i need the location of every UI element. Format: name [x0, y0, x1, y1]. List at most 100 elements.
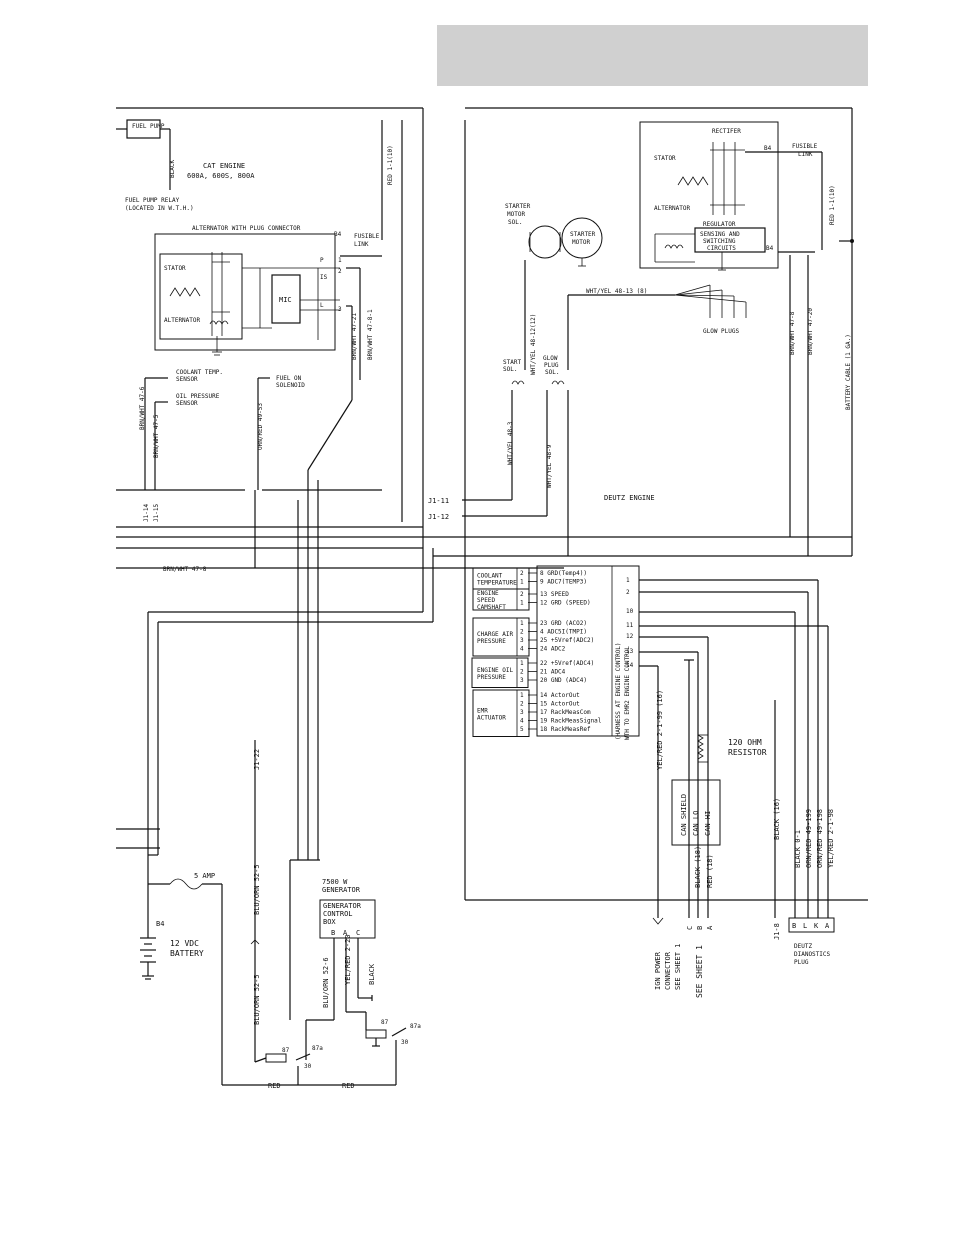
cat-alternator-label: ALTERNATOR [164, 317, 201, 324]
emr-sensor-name: SPEED [477, 597, 495, 604]
wht-yel-48-12-label: WHT/YEL 48-12(12) [530, 314, 537, 375]
diag-pin-k: K [814, 922, 819, 930]
yel-red-2-1-98-label: YEL/RED 2-1-98 [827, 809, 835, 868]
relay-b-87a: 87a [410, 1023, 421, 1030]
connector-marker [250, 939, 260, 945]
orn-red-49-198-label: ORN/RED 49-198 [816, 809, 824, 868]
generator-label-2: GENERATOR [322, 886, 361, 894]
emr-sensor-name: CAMSHAFT [477, 604, 506, 611]
emr-signal-label: 21 ADC4 [540, 669, 566, 676]
emr-signal-label: 9 ADC7(TEMP3) [540, 579, 587, 586]
brn-wht-47-5-label: BRN/WHT 47-5 [153, 414, 160, 458]
deutz-stator-label: STATOR [654, 155, 676, 162]
emr-signal-label: 20 GND (ADC4) [540, 677, 587, 684]
starter-motor-symbol [561, 217, 603, 259]
control-box-label-3: BOX [323, 918, 336, 926]
emr-sensor-pin: 1 [520, 660, 524, 667]
battery-label: 12 VDC [170, 939, 199, 948]
deutz-engine-title: DEUTZ ENGINE [604, 494, 655, 502]
glow-sol-label: GLOW [543, 355, 558, 362]
diag-pin-l: L [803, 922, 807, 930]
yel-red-2-1-99-label: YEL/RED 2-1-99 (16) [656, 690, 664, 770]
emr-sensor-pin: 1 [520, 600, 524, 607]
fuse-symbol [169, 878, 203, 890]
starter-motor-label: STARTER [570, 231, 596, 238]
control-box-label-2: CONTROL [323, 910, 353, 918]
brn-wht-47-8-label: BRN/WHT 47-8 [163, 566, 207, 573]
cat-red-wire-label: RED 1-1(10) [387, 145, 394, 185]
deutz-fusible-link-2: LINK [798, 151, 813, 158]
emr-output-pin: 14 [626, 662, 634, 669]
mic-box [271, 274, 301, 324]
box-pin-b: B [331, 929, 335, 937]
starter-sol-label: STARTER [505, 203, 531, 210]
diag-label: DEUTZ [794, 943, 812, 950]
emr-signal-label: 25 +5Vref(ADC2) [540, 637, 594, 644]
relay-a-30: 30 [304, 1063, 312, 1070]
emr-sensor-pin: 1 [520, 692, 524, 699]
cat-stator-label: STATOR [164, 265, 186, 272]
can-hi-label: CAN HI [704, 811, 712, 836]
box-pin-a: A [343, 929, 348, 937]
emr-sensor-name: ENGINE [477, 590, 499, 597]
relay-b-87: 87 [381, 1019, 389, 1026]
starter-sol-label-3: SOL. [508, 219, 522, 226]
emr-output-pin: 11 [626, 622, 634, 629]
can-label-box [671, 779, 721, 846]
alternator-outer-box [154, 233, 336, 351]
lower-left-section: 5 AMP B4 12 VDC BATTERY J1-22 BLU/ORN 52… [140, 740, 421, 1090]
red-label-a: RED [268, 1082, 281, 1090]
oil-sensor-label: OIL PRESSURE [176, 393, 220, 400]
orn-red-49-53-label: ORN/RED 49-53 [257, 403, 264, 450]
emr-sensor-pin: 3 [520, 677, 524, 684]
j1-22-label: J1-22 [253, 749, 261, 770]
harness-bus [116, 107, 868, 901]
orn-red-49-199-label: ORN/RED 49-199 [805, 809, 813, 868]
blu-orn-52-5-a: BLU/ORN 52-5 [253, 864, 261, 915]
black-16-label: BLACK (16) [773, 798, 781, 840]
emr2-side-label: WTH TO EMR2 ENGINE CONTROL [624, 646, 631, 740]
regulator-label: REGULATOR [703, 221, 736, 228]
resistor-label: 120 OHM [728, 738, 762, 747]
ign-power-label: IGN POWER [654, 951, 662, 990]
deutz-alternator-box [639, 121, 779, 269]
cat-stator-coil [169, 287, 201, 297]
emr-sensor-box [472, 588, 530, 611]
ign-pin-marker [652, 917, 664, 925]
start-sol-label-2: SOL. [503, 366, 517, 373]
sensing-box [694, 227, 766, 253]
wht-yel-48-3-label: WHT/YEL 48-3 [507, 421, 514, 465]
ign-power-label-3: SEE SHEET 1 [674, 944, 682, 990]
emr2-connector-box [536, 565, 640, 737]
emr2-section: WTH TO EMR2 ENGINE CONTROL (HARNESS AT E… [471, 565, 640, 740]
emr-signal-label: 13 SPEED [540, 591, 569, 598]
cat-fusible-link-label: FUSIBLE [354, 233, 380, 240]
emr-sensor-name: PRESSURE [477, 638, 506, 645]
emr-signal-label: 18 RackMeasRef [540, 726, 591, 733]
emr-signal-label: 17 RackMeasCom [540, 709, 591, 716]
starter-sol-label-2: MOTOR [507, 211, 525, 218]
box-pin-c: C [356, 929, 360, 937]
alternator-plug-title: ALTERNATOR WITH PLUG CONNECTOR [192, 225, 301, 232]
emr-sensor-pin: 2 [520, 570, 524, 577]
emr-sensor-box [472, 689, 530, 737]
ign-power-label-2: CONNECTOR [664, 951, 672, 990]
cat-engine-title: CAT ENGINE [203, 162, 245, 170]
emr-sensor-name: ENGINE OIL [477, 667, 514, 674]
see-sheet-1-label: SEE SHEET 1 [695, 945, 704, 998]
glow-sol-label-3: SOL. [545, 369, 559, 376]
cat-engine-models: 600A, 600S, 800A [187, 172, 255, 180]
emr-output-pin: 12 [626, 633, 634, 640]
emr-sensor-name: CHARGE AIR [477, 631, 514, 638]
battery-b4-label: B4 [156, 920, 164, 928]
relay-a-87: 87 [282, 1047, 290, 1054]
oil-sensor-label-2: SENSOR [176, 400, 198, 407]
pin-a-label: A [706, 925, 714, 930]
emr-sensor-pin: 2 [520, 629, 524, 636]
diag-plug-box [788, 917, 835, 933]
emr-sensor-box [472, 617, 530, 657]
